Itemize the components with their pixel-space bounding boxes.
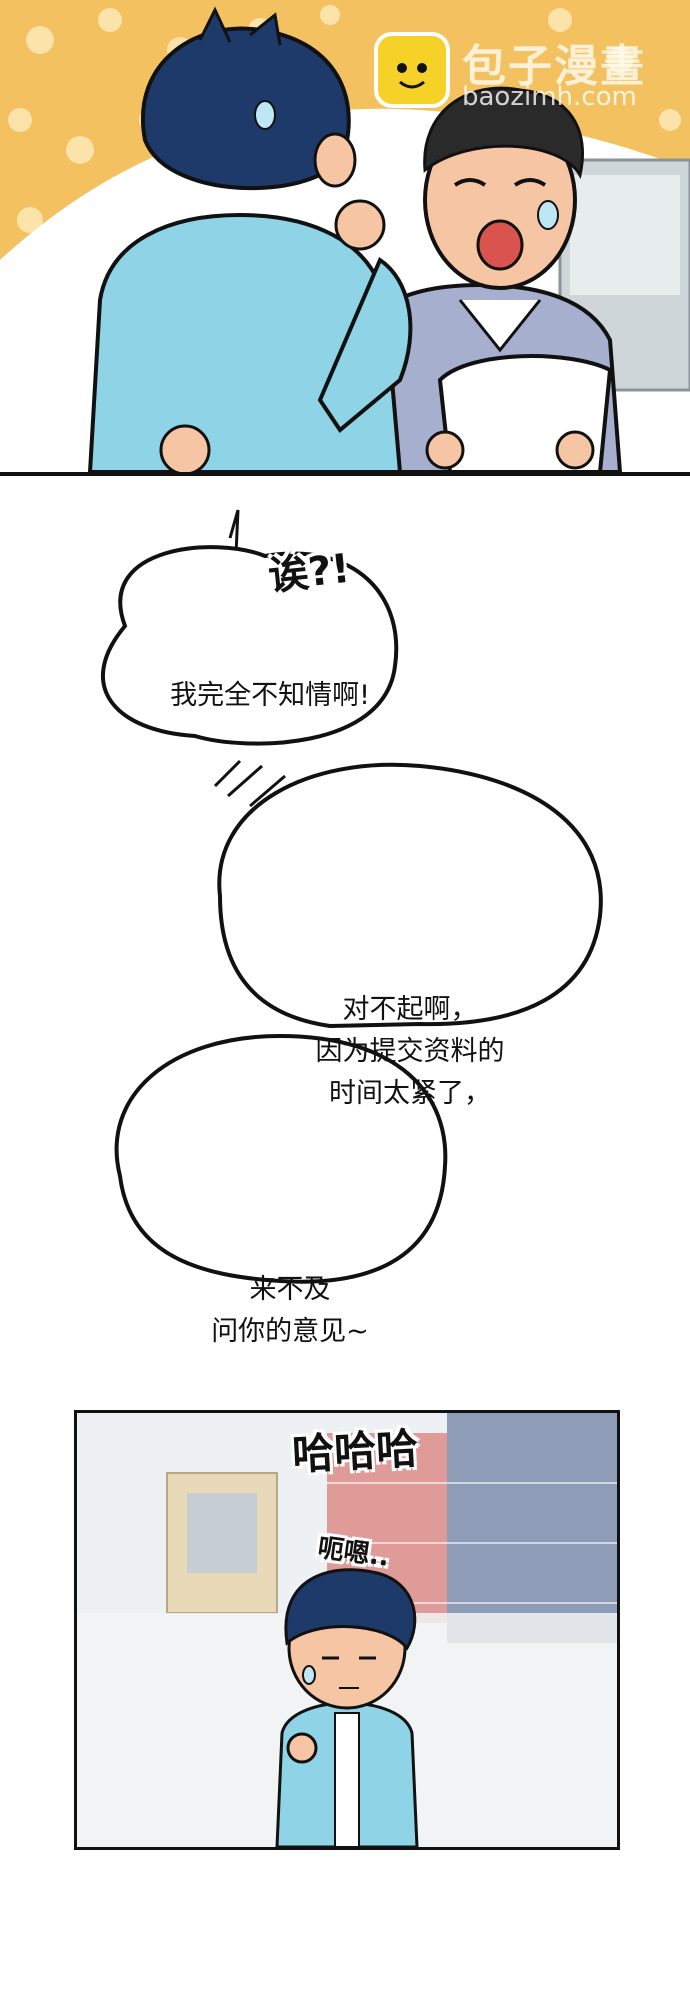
watermark-logo — [374, 32, 450, 108]
panel-2-artwork — [77, 1413, 617, 1847]
panel-1-artwork — [0, 5, 690, 472]
speech-text-2-line-1: 对不起啊， — [342, 994, 478, 1025]
speech-text-2-line-3: 时间太紧了， — [329, 1078, 491, 1109]
office-window — [570, 175, 680, 295]
speech-text-3-line-2: 问你的意见~ — [211, 1316, 369, 1347]
speech-text-2-line-2: 因为提交资料的 — [315, 1036, 505, 1067]
watermark-brand-text: 包子漫畫 — [462, 41, 646, 92]
background-window — [187, 1493, 257, 1573]
watermark-url-text: baozimh.com — [462, 82, 637, 112]
speech-bubble-layer — [101, 509, 603, 1284]
speech-bubble-1 — [101, 509, 399, 746]
chibi-boy — [275, 1568, 419, 1847]
speech-bubble-2 — [213, 759, 603, 1029]
speech-text-1: 我完全不知情啊! — [170, 680, 370, 711]
comic-panel-1: 包子漫畫 baozimh.com — [0, 0, 690, 476]
laugh-sfx: 哈哈哈 — [290, 1423, 420, 1480]
exclaim-sfx: 诶?! — [266, 545, 353, 601]
bookshelf-blue — [447, 1413, 617, 1643]
comic-panel-2 — [74, 1410, 620, 1850]
boy-blue-shirt — [87, 6, 413, 472]
speech-bubble-3 — [114, 1033, 448, 1284]
speech-text-3-line-1: 来不及 — [249, 1274, 331, 1305]
